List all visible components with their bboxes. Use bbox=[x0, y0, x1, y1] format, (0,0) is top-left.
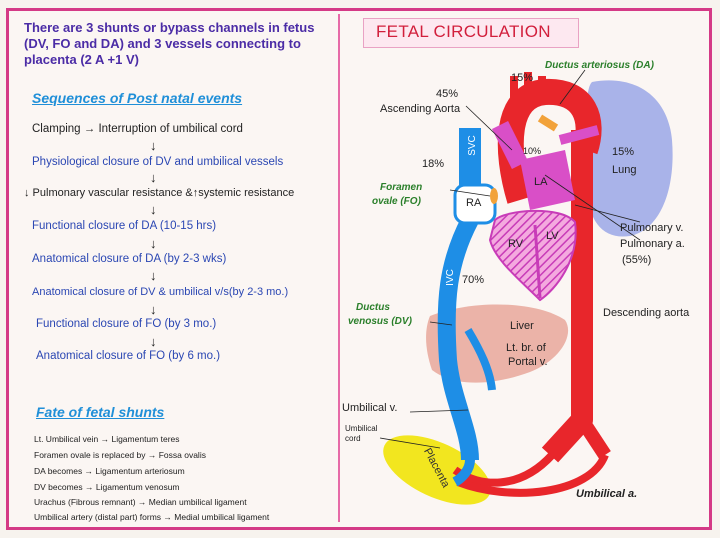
ventricles bbox=[488, 209, 577, 302]
fate-item-1: Lt. Umbilical vein → Ligamentum teres bbox=[34, 434, 180, 444]
sequence-step-2: Physiological closure of DV and umbilica… bbox=[32, 156, 284, 168]
arch-vessel-3 bbox=[538, 76, 546, 98]
label-lung: Lung bbox=[612, 164, 637, 176]
sequence-step-5: Anatomical closure of DA (by 2-3 wks) bbox=[32, 253, 227, 265]
pulmonary-trunk bbox=[491, 120, 529, 170]
right-atrium bbox=[453, 183, 497, 225]
label-foramen-2: ovale (FO) bbox=[372, 196, 421, 207]
label-rv: RV bbox=[508, 238, 524, 250]
septum bbox=[533, 224, 542, 299]
label-portal-1: Lt. br. of bbox=[506, 342, 546, 354]
title-box bbox=[363, 18, 579, 48]
ductus-arteriosus bbox=[537, 114, 559, 132]
diagram-title: FETAL CIRCULATION bbox=[376, 22, 551, 41]
label-umbilical-v: Umbilical v. bbox=[342, 402, 398, 414]
fate-heading: Fate of fetal shunts bbox=[36, 404, 165, 420]
ivc-vessel bbox=[437, 215, 479, 461]
fate-item-4: DV becomes → Ligamentum venosum bbox=[34, 482, 180, 492]
label-pulmonary-v: Pulmonary v. bbox=[620, 222, 684, 234]
fate-item-5: Urachus (Fibrous remnant) → Median umbil… bbox=[34, 497, 247, 507]
pointer-umbv bbox=[409, 409, 469, 413]
descending-aorta-branch bbox=[576, 416, 611, 459]
down-arrow-icon: ↓ bbox=[150, 202, 157, 217]
down-arrow-icon: ↓ bbox=[150, 334, 157, 349]
label-ra: RA bbox=[466, 197, 482, 209]
sequence-step-1: Clamping → Interruption of umbilical cor… bbox=[32, 123, 243, 135]
label-portal-2: Portal v. bbox=[508, 356, 548, 368]
intro-text: There are 3 shunts or bypass channels in… bbox=[24, 20, 315, 67]
down-arrow-icon: ↓ bbox=[150, 170, 157, 185]
pointer-cord bbox=[379, 437, 441, 449]
sequence-step-7: Functional closure of FO (by 3 mo.) bbox=[36, 318, 217, 330]
label-cord-1: Umbilical bbox=[345, 424, 378, 433]
label-ductus-2: venosus (DV) bbox=[348, 316, 412, 327]
sequence-step-8: Anatomical closure of FO (by 6 mo.) bbox=[36, 350, 221, 362]
label-ascending-aorta: Ascending Aorta bbox=[380, 103, 461, 115]
lung-shape bbox=[587, 80, 673, 237]
label-descending-aorta: Descending aorta bbox=[603, 307, 690, 319]
pointer-pa bbox=[544, 174, 641, 241]
label-foramen-1: Foramen bbox=[380, 182, 423, 193]
arch-vessel-1 bbox=[510, 76, 518, 98]
foramen-ovale bbox=[490, 188, 498, 204]
label-lv: LV bbox=[546, 230, 559, 242]
pointer-fo bbox=[449, 189, 491, 197]
pulmonary-branch bbox=[558, 125, 600, 145]
label-umbilical-a: Umbilical a. bbox=[576, 488, 638, 500]
label-pct-70: 70% bbox=[462, 274, 485, 286]
pointer-dv bbox=[429, 321, 453, 326]
umbilical-arteries-2 bbox=[456, 453, 609, 497]
label-pa-pct: (55%) bbox=[622, 254, 652, 266]
label-pct-10: 10% bbox=[523, 146, 542, 156]
label-cord-2: cord bbox=[345, 434, 361, 443]
fate-item-3: DA becomes → Ligamentum arteriosum bbox=[34, 466, 185, 476]
fate-item-2: Foramen ovale is replaced by → Fossa ova… bbox=[34, 450, 206, 460]
label-pulmonary-a: Pulmonary a. bbox=[620, 238, 685, 250]
sequence-step-4: Functional closure of DA (10-15 hrs) bbox=[32, 220, 217, 232]
sequence-heading: Sequences of Post natal events bbox=[32, 90, 243, 106]
portal-vein bbox=[464, 327, 496, 391]
label-pct-18: 18% bbox=[422, 158, 445, 170]
sequence-step-3: ↓ Pulmonary vascular resistance &↑system… bbox=[24, 187, 295, 199]
fate-item-6: Umbilical artery (distal part) forms → M… bbox=[34, 512, 270, 522]
label-ductus-1: Ductus bbox=[356, 302, 390, 313]
left-atrium bbox=[520, 150, 575, 210]
down-arrow-icon: ↓ bbox=[150, 268, 157, 283]
down-arrow-icon: ↓ bbox=[150, 302, 157, 317]
down-arrow-icon: ↓ bbox=[150, 236, 157, 251]
column-divider bbox=[338, 14, 340, 522]
down-arrow-icon: ↓ bbox=[150, 138, 157, 153]
label-ivc: IVC bbox=[444, 269, 456, 286]
umbilical-vein bbox=[452, 459, 475, 487]
label-liver: Liver bbox=[510, 320, 534, 332]
label-pct-top: 15% bbox=[511, 72, 534, 84]
label-la: LA bbox=[534, 176, 548, 188]
label-svc: SVC bbox=[466, 135, 478, 156]
pointer-pv bbox=[574, 204, 641, 223]
label-ductus-arteriosus: Ductus arteriosus (DA) bbox=[545, 60, 654, 71]
label-lung-pct: 15% bbox=[612, 146, 635, 158]
sequence-step-6: Anatomical closure of DV & umbilical v/s… bbox=[32, 286, 289, 298]
pointer-asc bbox=[465, 105, 513, 151]
arch-vessel-2 bbox=[524, 72, 532, 96]
liver-shape bbox=[426, 304, 569, 383]
pointer-da bbox=[559, 69, 586, 105]
label-asc-pct: 45% bbox=[436, 88, 459, 100]
